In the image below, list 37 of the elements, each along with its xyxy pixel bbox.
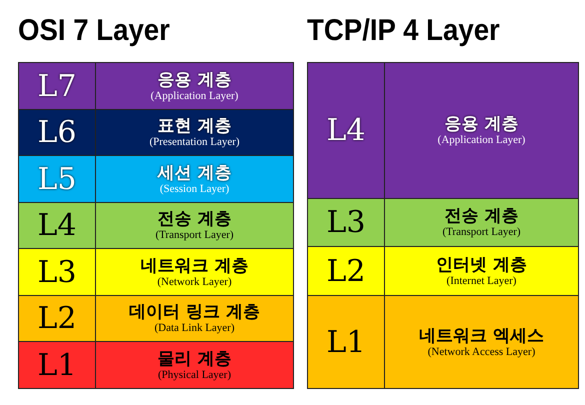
layer-row [18,109,294,156]
layer-subtitle: (Presentation Layer) [149,136,240,149]
layer-name: 네트워크 엑세스 [419,326,544,346]
layer-row [18,295,294,342]
layer-name: 인터넷 계층 [436,254,527,274]
layer-name: 물리 계층 [158,348,232,368]
layer-name: 네트워크 계층 [140,256,248,276]
layer-name: 데이터 링크 계층 [129,302,260,322]
layer-row [18,248,294,296]
layer-name: 응용 계층 [444,114,518,134]
layer-subtitle: (Application Layer) [150,90,238,102]
layer-row [18,341,294,389]
layer-row [18,155,294,203]
layer-number: L1 [19,342,96,388]
layer-subtitle: (Physical Layer) [158,368,231,382]
layer-subtitle: (Data Link Layer) [154,322,234,335]
layer-row [307,198,579,247]
layer-name: 전송 계층 [158,209,232,229]
layer-subtitle: (Network Layer) [157,276,232,288]
layer-subtitle: (Network Access Layer) [428,346,536,358]
layer-row [18,62,294,110]
layer-row [307,62,579,199]
layer-row [307,295,579,389]
layer-name: 응용 계층 [158,70,232,90]
layer-row [307,246,579,296]
table-title: OSI 7 Layer [18,14,170,48]
layer-subtitle: (Transport Layer) [442,226,521,239]
layer-row [18,202,294,249]
layer-number: L1 [308,296,385,388]
table-title: TCP/IP 4 Layer [307,14,500,48]
layer-subtitle: (Transport Layer) [155,229,234,242]
layer-name: 세션 계층 [158,162,232,182]
layer-subtitle: (Session Layer) [160,182,230,196]
layer-name: 표현 계층 [158,116,232,136]
layer-subtitle: (Internet Layer) [446,274,516,288]
layer-name: 전송 계층 [444,206,518,226]
layer-subtitle: (Application Layer) [438,134,526,147]
